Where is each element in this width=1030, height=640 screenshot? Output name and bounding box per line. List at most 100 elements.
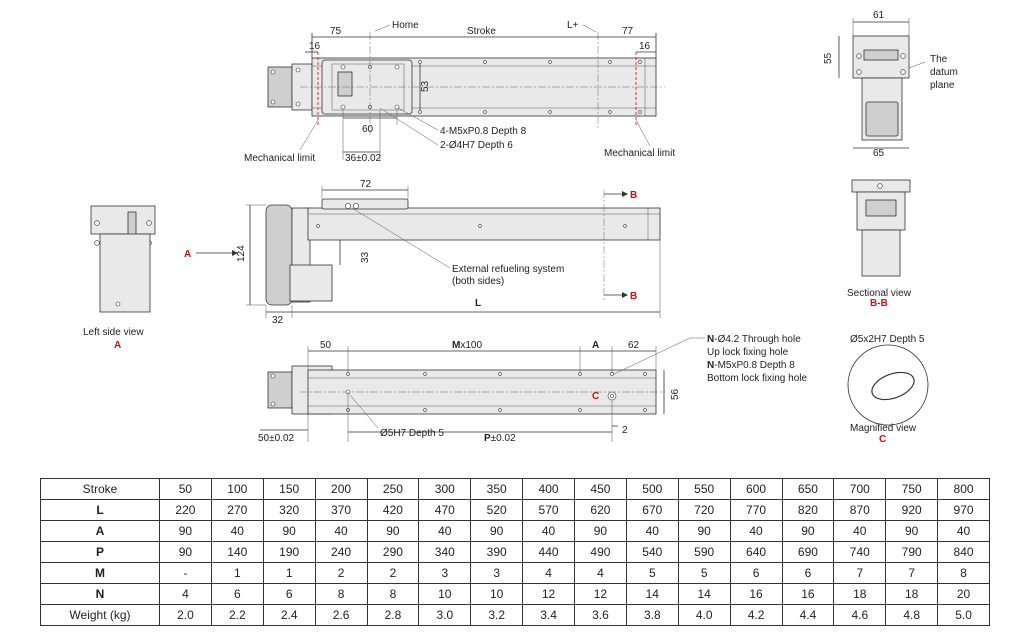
n-note-1-n: N xyxy=(707,334,714,345)
table-cell: 6 xyxy=(781,562,835,584)
table-cell: 450 xyxy=(574,478,627,500)
table-cell: 190 xyxy=(262,541,316,563)
dim-p-tol: ±0.02 xyxy=(491,433,516,444)
bottom-holes xyxy=(345,372,647,412)
table-cell: 90 xyxy=(366,520,420,542)
n-note-4: Bottom lock fixing hole xyxy=(707,373,807,384)
table-cell: 640 xyxy=(729,541,783,563)
table-cell: 3 xyxy=(418,562,472,584)
mv-tag: C xyxy=(879,434,886,445)
n-note-3-n: N xyxy=(707,360,714,371)
table-cell: 3.8 xyxy=(625,604,679,626)
table-cell: 40 xyxy=(833,520,887,542)
table-cell: 40 xyxy=(314,520,368,542)
lsv-tag: A xyxy=(114,340,121,351)
row-header: N xyxy=(40,583,160,605)
dim-60: 60 xyxy=(362,124,374,135)
dim-124: 124 xyxy=(236,245,247,262)
sv-motor xyxy=(861,229,901,277)
dim-50: 50 xyxy=(320,340,332,351)
table-cell: 340 xyxy=(418,541,472,563)
dim-65: 65 xyxy=(873,148,885,159)
dim-mx100-m: M xyxy=(452,340,460,351)
view-arrow-a: A xyxy=(184,249,191,260)
table-cell: 750 xyxy=(885,478,939,500)
table-cell: 250 xyxy=(366,478,420,500)
table-cell: 140 xyxy=(210,541,264,563)
end-label xyxy=(863,49,899,61)
lsv-label: Left side view xyxy=(83,327,144,338)
lsv-motor xyxy=(99,233,151,313)
table-cell: 740 xyxy=(833,541,887,563)
table-cell: 18 xyxy=(885,583,939,605)
table-cell: 690 xyxy=(781,541,835,563)
l-plus-label: L+ xyxy=(567,20,579,31)
table-cell: 2 xyxy=(366,562,420,584)
row-header: P xyxy=(40,541,160,563)
n-note-1: N-Ø4.2 Through hole xyxy=(707,334,801,345)
front-view: A 72 124 33 External refueling system (b… xyxy=(184,179,661,326)
table-cell: 90 xyxy=(159,541,212,563)
table-cell: 600 xyxy=(729,478,783,500)
table-cell: 6 xyxy=(210,583,264,605)
n-note-3: N-M5xP0.8 Depth 8 xyxy=(707,360,795,371)
pin5-note: Ø5H7 Depth 5 xyxy=(380,428,444,439)
front-carriage xyxy=(321,198,409,210)
dim-77: 77 xyxy=(622,26,634,37)
table-cell: 6 xyxy=(729,562,783,584)
top-carriage-label-plate xyxy=(337,71,353,97)
front-rail xyxy=(307,207,661,241)
table-cell: 40 xyxy=(625,520,679,542)
table-cell: - xyxy=(159,562,212,584)
table-cell: 3 xyxy=(470,562,524,584)
table-cell: 90 xyxy=(677,520,731,542)
section-b-top: B xyxy=(630,190,637,201)
table-cell: 840 xyxy=(937,541,990,563)
table-cell: 2.2 xyxy=(210,604,264,626)
dim-72: 72 xyxy=(360,179,372,190)
table-cell: 2.6 xyxy=(314,604,368,626)
magnified-view: Ø5x2H7 Depth 5 Magnified view C xyxy=(847,334,929,445)
table-cell: 50 xyxy=(159,478,212,500)
row-header: L xyxy=(40,499,160,521)
table-cell: 40 xyxy=(729,520,783,542)
table-cell: 10 xyxy=(470,583,524,605)
table-cell: 3.6 xyxy=(574,604,627,626)
table-cell: 16 xyxy=(729,583,783,605)
table-cell: 570 xyxy=(522,499,575,521)
table-cell: 220 xyxy=(159,499,212,521)
table-cell: 18 xyxy=(833,583,887,605)
table-cell: 470 xyxy=(418,499,472,521)
datum-line-3: plane xyxy=(930,80,955,91)
sv-label: Sectional view xyxy=(847,288,912,299)
table-cell: 400 xyxy=(522,478,575,500)
table-cell: 300 xyxy=(418,478,472,500)
dim-p-letter: P xyxy=(484,433,491,444)
table-cell: 440 xyxy=(522,541,575,563)
table-cell: 8 xyxy=(314,583,368,605)
top-rail-holes xyxy=(418,60,642,114)
table-cell: 90 xyxy=(885,520,939,542)
table-cell: 20 xyxy=(937,583,990,605)
table-cell: 8 xyxy=(937,562,990,584)
table-cell: 3.2 xyxy=(470,604,524,626)
table-cell: 90 xyxy=(470,520,524,542)
table-cell: 390 xyxy=(470,541,524,563)
table-cell: 14 xyxy=(677,583,731,605)
table-cell: 10 xyxy=(418,583,472,605)
mech-limit-right-label: Mechanical limit xyxy=(604,148,675,159)
dim-50-tol: 50±0.02 xyxy=(258,433,295,444)
table-cell: 4.2 xyxy=(729,604,783,626)
table-cell: 5.0 xyxy=(937,604,990,626)
table-cell: 40 xyxy=(522,520,575,542)
table-cell: 5 xyxy=(677,562,731,584)
thread-note: 4-M5xP0.8 Depth 8 xyxy=(440,126,527,137)
table-cell: 90 xyxy=(574,520,627,542)
datum-line-1: The xyxy=(930,54,948,65)
